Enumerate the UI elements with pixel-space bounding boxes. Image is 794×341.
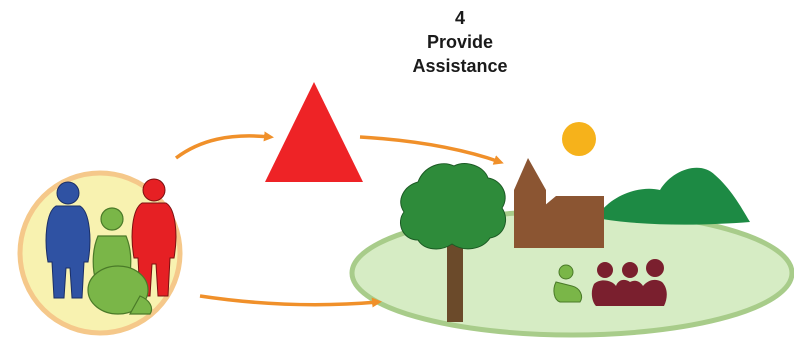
person-blue-icon (45, 181, 91, 299)
arrow-group-to-community (199, 294, 382, 308)
person-green-sitting-icon (87, 265, 153, 315)
arrow-assistance-to-community (359, 135, 504, 165)
assistance-triangle (265, 82, 363, 182)
step-title-line-1: Provide (426, 32, 494, 52)
step-title-line-2: Assistance (412, 56, 508, 76)
sun-icon (562, 122, 596, 156)
step-number: 4 (454, 8, 465, 28)
person-green-kneeling-icon (553, 264, 583, 303)
tree-icon (400, 163, 506, 322)
arrow-to-assistance (174, 131, 274, 160)
family-icon (591, 259, 667, 306)
person-red-icon (131, 178, 177, 297)
hills (596, 167, 750, 225)
church-icon (514, 158, 604, 248)
step-title: 4 Provide Assistance (390, 6, 530, 78)
